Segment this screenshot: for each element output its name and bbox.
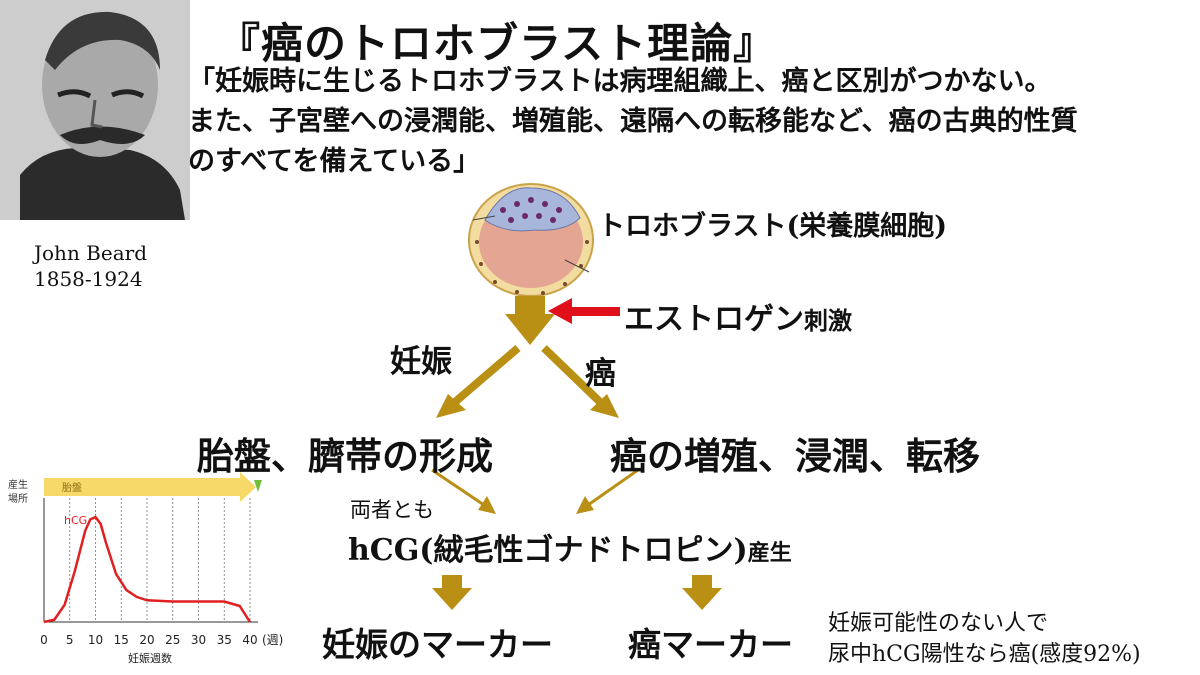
x-tick-label: 10 <box>88 633 103 647</box>
x-tick-label: 20 <box>139 633 154 647</box>
hcg-production: hCG(絨毛性ゴナドトロピン)産生 <box>348 525 792 569</box>
delivery-marker <box>254 480 262 492</box>
beard-quote: 「妊娠時に生じるトロホブラストは病理組織上、癌と区別がつかない。 また、子宮壁へ… <box>188 62 1193 182</box>
quote-line-1: 「妊娠時に生じるトロホブラストは病理組織上、癌と区別がつかない。 <box>188 66 1052 97</box>
note-line-2: 尿中hCG陽性なら癌(感度92%) <box>828 642 1141 667</box>
quote-line-2: また、子宮壁への浸潤能、増殖能、遠隔への転移能など、癌の古典的性質 <box>188 106 1078 137</box>
portrait-caption: John Beard 1858-1924 <box>34 240 147 292</box>
both-label: 両者とも <box>350 498 434 522</box>
hcg-curve <box>43 515 252 624</box>
branch-label-cancer: 癌 <box>585 356 616 392</box>
hcg-main: hCG(絨毛性ゴナドトロピン) <box>348 533 748 568</box>
hcg-series-label: hCG <box>64 514 87 527</box>
hcg-chart: 産生 場所 胎盤 hCG 0 5 10 15 20 25 30 35 40 (週) 妊娠週数 <box>8 472 283 665</box>
x-tick-label: 15 <box>114 633 129 647</box>
estrogen-arrow <box>548 298 620 324</box>
placenta-bar <box>44 478 240 496</box>
caption-name: John Beard <box>34 241 147 265</box>
x-tick-label: 25 <box>165 633 180 647</box>
chart-side-label-1: 産生 <box>8 478 28 491</box>
estrogen-label: エストロゲン刺激 <box>624 294 852 338</box>
portrait-photo <box>0 0 190 220</box>
note-line-1: 妊娠可能性のない人で <box>828 611 1049 636</box>
trophoblast-label: トロホブラスト(栄養膜細胞) <box>598 211 948 242</box>
x-tick-label: 40 <box>242 633 257 647</box>
converge-arrow-left <box>431 468 496 514</box>
trophoblast-illustration <box>465 180 600 304</box>
caption-years: 1858-1924 <box>34 267 143 291</box>
x-axis-label: 妊娠週数 <box>128 651 172 665</box>
x-tick-label: 5 <box>66 633 74 647</box>
placenta-bar-label: 胎盤 <box>62 481 82 494</box>
estrogen-main: エストロゲン <box>624 302 804 337</box>
branch-arrow-left <box>436 344 521 418</box>
down-arrow-center <box>505 296 555 345</box>
page-title: 『癌のトロホブラスト理論』 <box>218 19 777 68</box>
outcome-cancer: 癌の増殖、浸潤、転移 <box>610 434 980 478</box>
branch-arrow-right <box>541 345 619 418</box>
x-tick-label: 0 <box>40 633 48 647</box>
estrogen-suffix: 刺激 <box>804 306 852 335</box>
converge-arrow-right <box>576 468 639 514</box>
branch-label-pregnancy: 妊娠 <box>390 344 452 380</box>
x-tick-label: 30 <box>191 633 206 647</box>
chart-side-label-2: 場所 <box>8 492 28 505</box>
pregnancy-marker: 妊娠のマーカー <box>322 625 553 664</box>
cancer-marker: 癌マーカー <box>628 625 793 664</box>
diagnostic-note: 妊娠可能性のない人で 尿中hCG陽性なら癌(感度92%) <box>828 608 1141 670</box>
down-arrow-left <box>432 575 472 610</box>
outcome-placenta: 胎盤、臍帯の形成 <box>197 434 493 478</box>
x-tick-label: 35 <box>217 633 232 647</box>
hcg-suffix: 産生 <box>747 540 792 566</box>
down-arrow-right <box>682 575 722 610</box>
quote-line-3: のすべてを備えている」 <box>188 146 481 177</box>
x-axis-unit: (週) <box>262 633 283 647</box>
placenta-bar-arrowhead <box>240 472 256 502</box>
